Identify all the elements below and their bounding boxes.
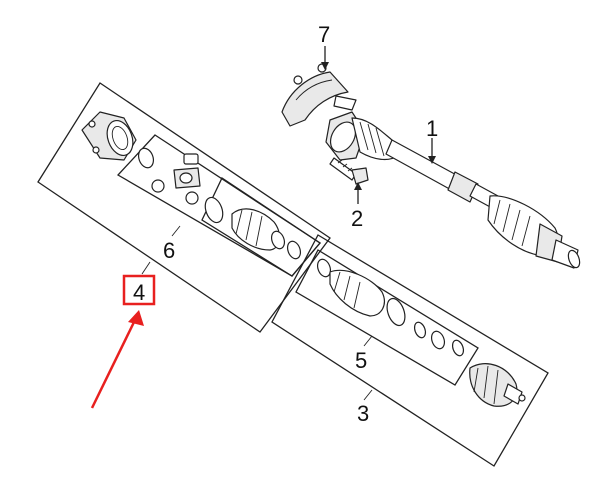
callout-7: 7 xyxy=(318,22,330,47)
highlight-arrow-line xyxy=(90,317,138,409)
leader-6 xyxy=(171,225,181,237)
callout-6: 6 xyxy=(163,238,175,263)
highlight-arrow-head xyxy=(128,310,144,326)
clamp-ring-part xyxy=(137,147,155,169)
callout-4: 4 xyxy=(133,280,145,305)
kit-3-outline xyxy=(271,234,549,467)
arrow-2 xyxy=(354,182,362,190)
axle-shaft-part xyxy=(325,111,581,269)
inner-boot-part xyxy=(204,196,302,260)
leader-3 xyxy=(363,389,373,401)
callout-3: 3 xyxy=(357,401,369,426)
arrow-1 xyxy=(428,156,436,164)
tripod-part xyxy=(151,153,201,205)
arrow-7 xyxy=(321,62,329,70)
callout-2: 2 xyxy=(351,206,363,231)
kit-5-outline xyxy=(295,249,479,386)
bolt-part xyxy=(329,157,369,185)
kit-4-outline xyxy=(37,82,331,333)
callout-5: 5 xyxy=(355,348,367,373)
inner-joint-housing-part xyxy=(81,111,137,161)
leader-5 xyxy=(363,335,373,347)
highlight-box xyxy=(122,274,156,306)
outer-boot-part xyxy=(316,258,465,357)
outer-joint-part xyxy=(469,363,526,407)
callout-1: 1 xyxy=(426,116,438,141)
leader-4 xyxy=(141,261,151,275)
